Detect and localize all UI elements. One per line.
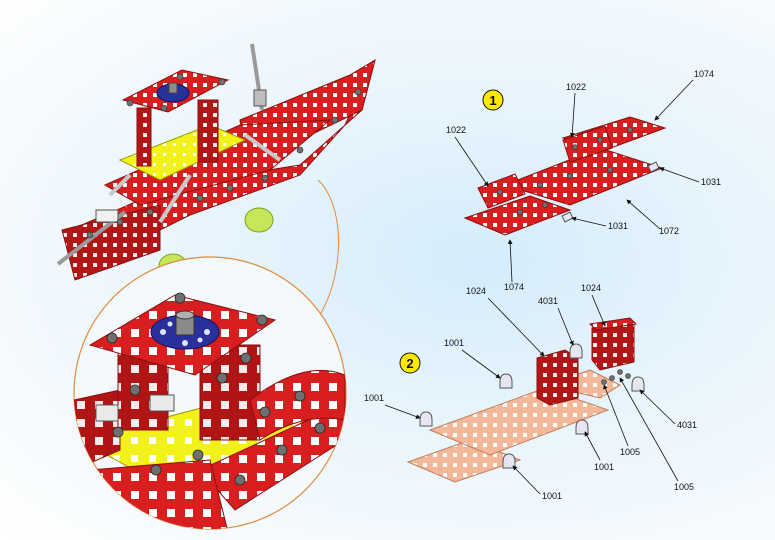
step-2-badge: 2 [399, 352, 421, 374]
label-1005: 1005 [674, 482, 694, 492]
label-1022: 1022 [446, 125, 466, 135]
zoom-bracket-icon [95, 404, 119, 422]
base-plate-middle [428, 387, 610, 456]
label-1024: 1024 [581, 283, 601, 293]
label-1005: 1005 [620, 447, 640, 457]
zoom-hull-curve [249, 369, 346, 441]
upright-plate-1024-left [536, 349, 579, 406]
label-1022: 1022 [566, 82, 586, 92]
bracket-1031-icon [561, 211, 574, 223]
cabin-post-plate [197, 99, 219, 163]
label-1024: 1024 [466, 286, 486, 296]
label-4031: 4031 [538, 296, 558, 306]
label-1031: 1031 [701, 177, 721, 187]
hull-front-plate [61, 204, 161, 281]
strut [243, 133, 282, 162]
bracket-1031-icon [647, 161, 660, 173]
zoom-detail [73, 256, 347, 530]
cabin-post-plate [136, 107, 152, 167]
boat-model [56, 43, 376, 281]
bracket-4031-icon [631, 376, 645, 392]
front-bracket-icon [95, 209, 119, 223]
label-4031: 4031 [677, 420, 697, 430]
bracket-1001-icon [499, 373, 513, 389]
label-1001: 1001 [444, 338, 464, 348]
mast-coupling-icon [253, 89, 267, 107]
svg-text:2: 2 [406, 356, 413, 371]
step-1-badge: 1 [482, 89, 504, 111]
strut [158, 173, 192, 224]
strut [108, 173, 132, 197]
label-1072: 1072 [659, 226, 679, 236]
step-1-assembly [463, 116, 667, 236]
bracket-4031-icon [569, 343, 583, 359]
step-2-assembly [406, 317, 645, 483]
label-1031: 1031 [608, 221, 628, 231]
bracket-1001-icon [419, 411, 433, 427]
label-1001: 1001 [364, 393, 384, 403]
label-1001: 1001 [594, 462, 614, 472]
plate-1074-left [463, 195, 572, 236]
label-1074: 1074 [694, 69, 714, 79]
label-1001: 1001 [542, 491, 562, 501]
label-1074: 1074 [504, 282, 524, 292]
upright-plate-1024-top [588, 317, 638, 331]
plate-1022-right [562, 125, 613, 163]
step-1-labels: 1022 1074 1022 1031 1031 1072 1074 [446, 69, 721, 292]
bracket-1001-icon [575, 419, 589, 435]
axle-bolt-icon [168, 82, 178, 94]
svg-text:1: 1 [489, 93, 496, 108]
bracket-1001-icon [502, 453, 516, 469]
step-2-labels: 1024 1024 4031 4031 1001 1001 1001 1001 … [364, 283, 697, 501]
wheel-icon [244, 207, 274, 233]
zoom-bracket-icon [149, 394, 175, 412]
